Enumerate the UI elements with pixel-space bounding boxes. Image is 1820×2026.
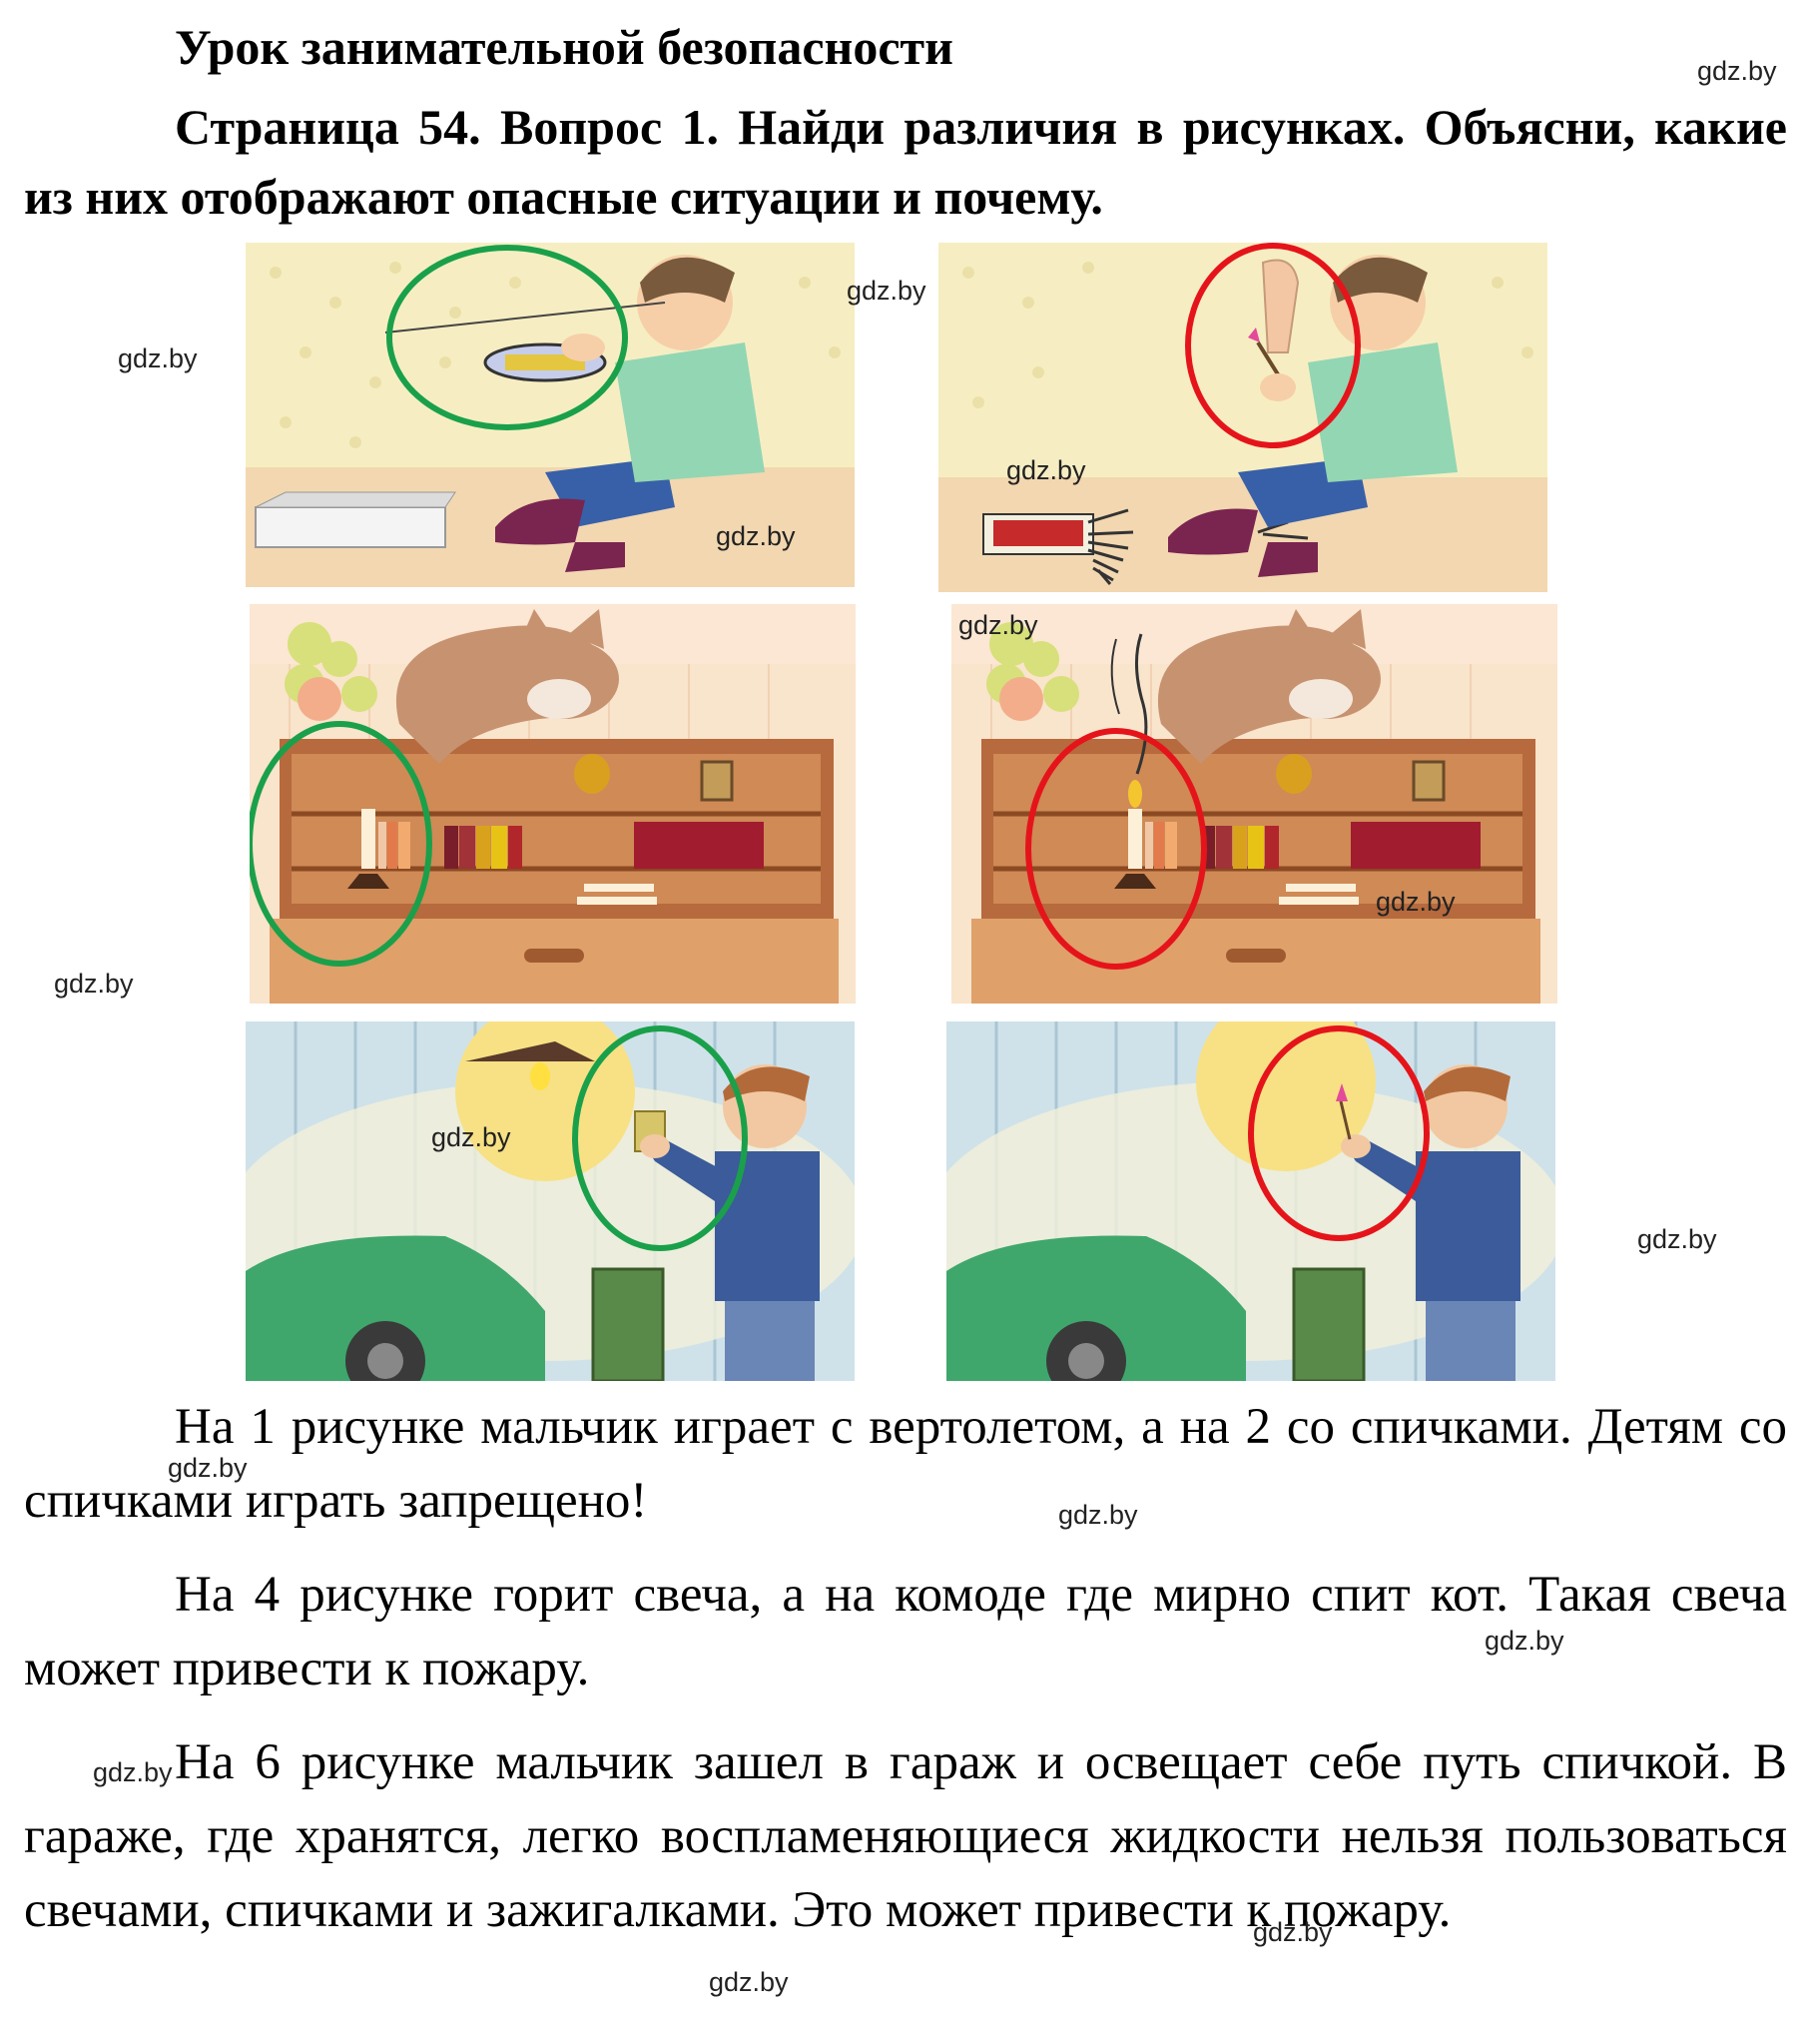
picture-1-boy-helicopter xyxy=(246,243,855,587)
watermark: gdz.by xyxy=(1485,1626,1564,1656)
watermark: gdz.by xyxy=(431,1122,511,1152)
watermark: gdz.by xyxy=(709,1967,789,1997)
watermark: gdz.by xyxy=(958,610,1038,640)
watermark: gdz.by xyxy=(118,343,198,373)
watermark: gdz.by xyxy=(1637,1224,1717,1254)
watermark: gdz.by xyxy=(1058,1500,1138,1530)
watermark: gdz.by xyxy=(1253,1917,1333,1947)
watermark: gdz.by xyxy=(847,276,926,306)
answer-paragraph-1: На 1 рисунке мальчик играет с вертолетом… xyxy=(24,1399,1787,1529)
question-text: Страница 54. Вопрос 1. Найди различия в … xyxy=(24,99,1787,225)
watermark: gdz.by xyxy=(1376,887,1456,917)
watermark: gdz.by xyxy=(1006,455,1086,485)
picture-5-garage-switch xyxy=(246,1021,855,1381)
watermark: gdz.by xyxy=(716,521,796,551)
answer-paragraph-3: На 6 рисунке мальчик зашел в гараж и осв… xyxy=(24,1734,1787,1938)
watermark: gdz.by xyxy=(54,969,134,999)
answer-paragraph-2: На 4 рисунке горит свеча, а на комоде гд… xyxy=(24,1567,1787,1696)
picture-4-cat-lit-candle xyxy=(951,604,1557,1004)
page-title: Урок занимательной безопасности xyxy=(175,19,953,75)
picture-3-cat-unlit-candle xyxy=(250,604,856,1004)
picture-6-garage-match xyxy=(946,1021,1555,1381)
picture-2-boy-matches xyxy=(938,243,1547,592)
watermark: gdz.by xyxy=(168,1453,248,1483)
watermark: gdz.by xyxy=(93,1757,173,1787)
watermark: gdz.by xyxy=(1697,56,1777,86)
